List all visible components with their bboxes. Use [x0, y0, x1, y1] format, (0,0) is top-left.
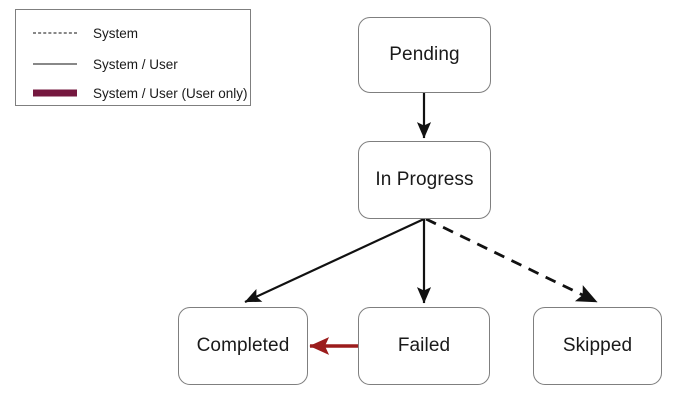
- legend-item-label: System / User (User only): [93, 85, 248, 101]
- legend-box: System System / User System / User (User…: [15, 9, 251, 106]
- edge-in-progress-to-completed: [244, 218, 425, 303]
- state-node-label: Pending: [389, 44, 460, 65]
- state-node-failed: Failed: [358, 307, 490, 385]
- state-node-label: Failed: [397, 335, 451, 356]
- dashed-line-swatch-icon: [33, 26, 77, 40]
- state-node-completed: Completed: [178, 307, 308, 385]
- legend-item-system-user: System / User: [16, 53, 250, 75]
- legend-item-label: System: [93, 25, 139, 41]
- legend-item-label: System / User: [93, 56, 178, 72]
- edge-in-progress-to-skipped: [425, 217, 598, 304]
- state-node-label: In Progress: [375, 169, 474, 190]
- legend-item-system-user-user-only: System / User (User only): [16, 82, 250, 104]
- state-node-label: Skipped: [562, 335, 633, 356]
- state-node-in-progress: In Progress: [358, 141, 491, 219]
- thick-maroon-line-swatch-icon: [33, 86, 77, 100]
- state-node-skipped: Skipped: [533, 307, 662, 385]
- state-node-label: Completed: [196, 335, 290, 356]
- state-node-pending: Pending: [358, 17, 491, 93]
- legend-item-system: System: [16, 22, 250, 44]
- solid-line-swatch-icon: [33, 57, 77, 71]
